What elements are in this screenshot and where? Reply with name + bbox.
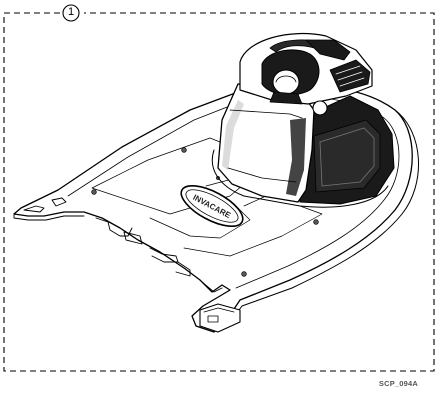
callout-circle (62, 4, 80, 22)
reference-code: SCP_094A (378, 379, 418, 388)
dashed-frame (3, 12, 435, 372)
callout-number: 1 (67, 6, 75, 18)
tower-housing (211, 32, 395, 208)
